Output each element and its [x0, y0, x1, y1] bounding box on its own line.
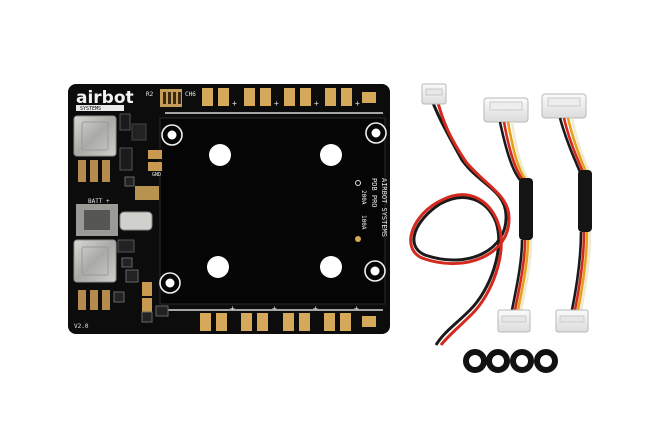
svg-text:GND: GND [152, 172, 161, 178]
svg-text:AIRBOT SYSTEMS: AIRBOT SYSTEMS [380, 178, 388, 237]
esc-pads-bottom [200, 313, 376, 331]
power-lead-cable [409, 83, 511, 346]
svg-text:SYSTEMS: SYSTEMS [80, 106, 101, 112]
svg-text:R2: R2 [146, 91, 154, 98]
dip-switch: R2 CH6 [146, 89, 196, 107]
svg-text:+: + [272, 304, 277, 313]
pdb-board: + + + + + + + + airbot SYSTEMS R2 CH6 [68, 84, 390, 334]
svg-text:+: + [313, 304, 318, 313]
brand-logo: airbot SYSTEMS [76, 88, 134, 112]
svg-text:+: + [355, 99, 360, 108]
inductor-top [73, 115, 117, 157]
esc-pads-top [202, 88, 376, 106]
copper-plate [159, 117, 386, 305]
svg-text:PDB PRO: PDB PRO [370, 178, 378, 208]
svg-text:V2.0: V2.0 [74, 323, 89, 330]
svg-text:+: + [314, 99, 319, 108]
svg-text:BATT +: BATT + [88, 198, 110, 205]
signal-harness-1 [483, 97, 533, 333]
inductor-bottom [73, 239, 117, 283]
svg-text:200A: 200A [360, 190, 367, 205]
svg-text:+: + [232, 99, 237, 108]
board-silkscreen-title: AIRBOT SYSTEMS PDB PRO 200A 100A [355, 178, 388, 242]
mounting-holes [159, 122, 387, 294]
svg-text:+: + [230, 304, 235, 313]
washer [534, 349, 558, 373]
svg-text:+: + [354, 304, 359, 313]
svg-text:airbot: airbot [76, 88, 134, 108]
washer [463, 349, 487, 373]
signal-harness-2 [541, 93, 592, 333]
washer [486, 349, 510, 373]
svg-text:+: + [274, 99, 279, 108]
washer [510, 349, 534, 373]
svg-text:CH6: CH6 [185, 91, 196, 98]
stack-holes [207, 144, 342, 278]
smd-components: BATT + GND V2.0 [74, 113, 169, 330]
svg-text:100A: 100A [360, 215, 367, 230]
rubber-washers [463, 349, 558, 373]
